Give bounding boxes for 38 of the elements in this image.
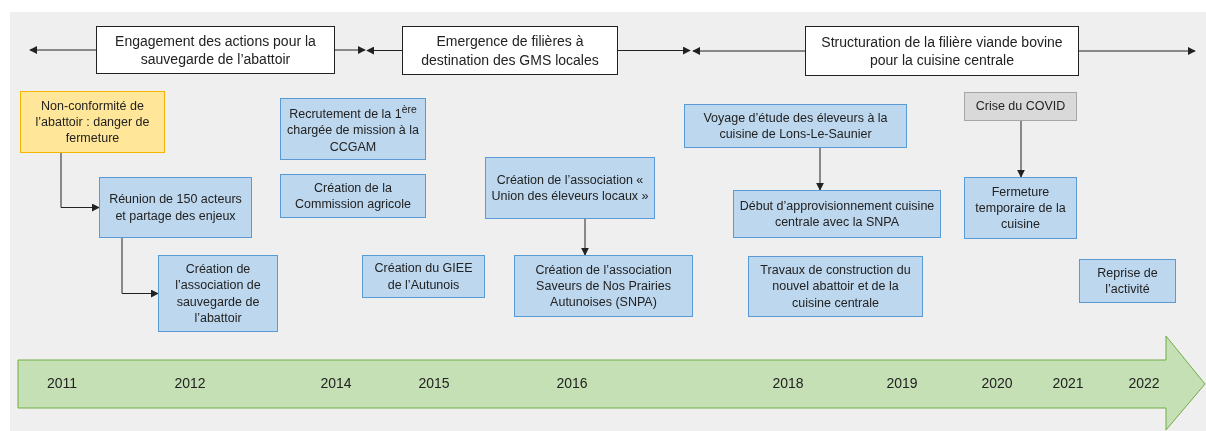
event-box: Création de la Commission agricole (280, 174, 426, 218)
event-box: Réunion de 150 acteurs et partage des enjeux (99, 177, 252, 238)
span-arrow (1078, 47, 1196, 55)
phase-box: Emergence de filières à destination des GMS locales (402, 26, 618, 75)
event-box: Travaux de construction du nouvel abattoir et de la cuisine centrale (748, 256, 923, 317)
span-arrow (617, 46, 691, 55)
event-box: Recrutement de la 1$^{ère}$ chargée de mission à la CCGAM (280, 98, 426, 160)
year-label: 2019 (886, 375, 918, 391)
event-box: Reprise de l’activité (1079, 259, 1176, 303)
event-box: Création de l’association Saveurs de Nos Prairies Autunoises (SNPA) (514, 255, 693, 317)
arrow (60, 152, 100, 212)
event-box: Création du GIEE de l’Autunois (362, 255, 485, 298)
arrow (581, 218, 589, 256)
year-label: 2021 (1052, 375, 1084, 391)
event-box: Début d’approvisionnement cuisine centrale avec la SNPA (733, 190, 941, 238)
year-label: 2014 (320, 375, 352, 391)
year-label: 2020 (981, 375, 1013, 391)
year-label: 2018 (772, 375, 804, 391)
span-arrow (334, 46, 366, 54)
year-label: 2011 (46, 375, 78, 391)
event-box: Non-conformité de l’abattoir : danger de fermeture (20, 91, 165, 153)
year-label: 2015 (418, 375, 450, 391)
year-label: 2016 (556, 375, 588, 391)
span-arrow (366, 46, 403, 55)
arrow (816, 147, 824, 191)
arrow (1017, 120, 1025, 178)
event-box: Création de l’association « Union des éleveurs locaux » (485, 157, 655, 219)
phase-box: Structuration de la filière viande bovine pour la cuisine centrale (805, 26, 1079, 76)
event-box: Voyage d’étude des éleveurs à la cuisine de Lons-Le-Saunier (684, 104, 907, 148)
span-arrow (29, 46, 97, 54)
arrow (121, 237, 159, 298)
event-box: Création de l’association de sauvegarde de l’abattoir (158, 255, 278, 332)
year-label: 2012 (174, 375, 206, 391)
span-arrow (692, 47, 806, 55)
event-box: Fermeture temporaire de la cuisine (964, 177, 1077, 239)
event-box: Crise du COVID (964, 92, 1077, 121)
phase-box: Engagement des actions pour la sauvegarde de l’abattoir (96, 26, 335, 74)
year-label: 2022 (1128, 375, 1160, 391)
